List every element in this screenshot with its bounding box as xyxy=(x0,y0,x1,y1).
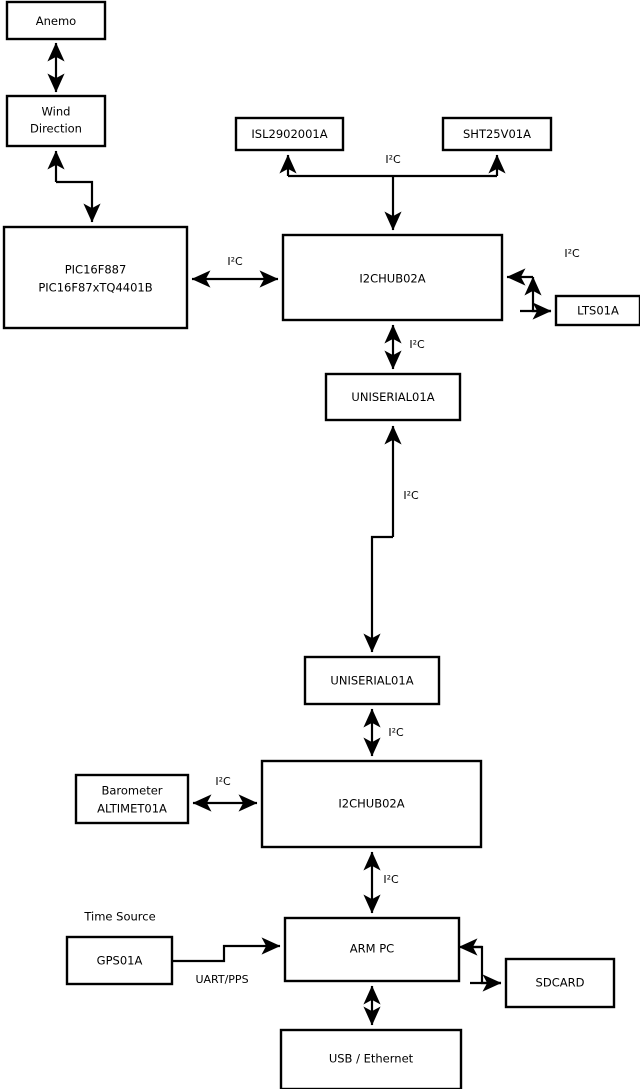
edge-label-hub-bus: I²C xyxy=(385,153,401,166)
node-lts01a[interactable]: LTS01A xyxy=(554,294,640,327)
node-arm-pc-label: ARM PC xyxy=(350,942,394,956)
edge-lts-to-hub xyxy=(524,276,551,313)
node-i2chub02a-top[interactable]: I2CHUB02A xyxy=(281,233,504,322)
edge-labels-layer: I²C I²C I²C I²C I²C I²C I²C I²C UART/PPS xyxy=(195,153,580,986)
node-anemo-label: Anemo xyxy=(36,14,76,28)
node-gps01a-label: GPS01A xyxy=(97,954,143,968)
node-anemo[interactable]: Anemo xyxy=(5,0,107,41)
node-i2chub02a-top-label: I2CHUB02A xyxy=(359,272,425,286)
node-i2chub02a-bottom-label: I2CHUB02A xyxy=(338,797,404,811)
node-sdcard[interactable]: SDCARD xyxy=(504,957,616,1009)
node-barometer-label-line2: ALTIMET01A xyxy=(97,802,167,816)
node-pic16f887[interactable]: PIC16F887 PIC16F87xTQ4401B xyxy=(2,225,189,330)
edge-label-uniserial-hub2: I²C xyxy=(388,726,404,739)
edge-label-barometer-hub2: I²C xyxy=(215,775,231,788)
connectors-layer xyxy=(47,42,552,1026)
node-barometer-label-line1: Barometer xyxy=(101,784,162,798)
node-sht25v01a-label: SHT25V01A xyxy=(463,127,531,141)
edge-label-hub-uniserial: I²C xyxy=(409,338,425,351)
free-labels-layer: Time Source xyxy=(83,910,155,924)
edge-wind-pic-jog xyxy=(56,180,101,223)
node-pic16f887-label-line1: PIC16F887 xyxy=(65,263,127,277)
edge-sdcard-to-armpc xyxy=(464,945,501,985)
node-uniserial01a-bottom-label: UNISERIAL01A xyxy=(330,674,413,688)
edge-gps-armpc xyxy=(172,937,281,963)
edge-label-hub-lts: I²C xyxy=(564,247,580,260)
edge-label-uniserial-uniserial: I²C xyxy=(403,489,419,502)
edge-label-pic-hub: I²C xyxy=(227,255,243,268)
node-i2chub02a-bottom[interactable]: I2CHUB02A xyxy=(260,759,483,849)
edge-label-gps-armpc: UART/PPS xyxy=(195,973,248,986)
edge-label-hub2-armpc: I²C xyxy=(383,873,399,886)
node-gps01a[interactable]: GPS01A xyxy=(65,935,174,986)
node-barometer-altimet01a[interactable]: Barometer ALTIMET01A xyxy=(74,773,190,825)
edge-uniserial-down xyxy=(363,535,393,653)
label-time-source: Time Source xyxy=(83,910,155,924)
node-arm-pc[interactable]: ARM PC xyxy=(283,916,461,983)
node-usb-ethernet-label: USB / Ethernet xyxy=(329,1052,414,1066)
node-wind-direction[interactable]: Wind Direction xyxy=(5,94,107,148)
node-uniserial01a-top-label: UNISERIAL01A xyxy=(351,390,434,404)
node-isl2902001a-label: ISL2902001A xyxy=(251,127,327,141)
node-uniserial01a-bottom[interactable]: UNISERIAL01A xyxy=(303,655,441,706)
node-uniserial01a-top[interactable]: UNISERIAL01A xyxy=(324,372,462,422)
node-wind-direction-label-line2: Direction xyxy=(30,122,82,136)
node-sht25v01a[interactable]: SHT25V01A xyxy=(441,116,553,152)
node-sdcard-label: SDCARD xyxy=(536,976,585,990)
node-isl2902001a[interactable]: ISL2902001A xyxy=(234,116,345,152)
node-lts01a-label: LTS01A xyxy=(577,304,619,318)
node-usb-ethernet[interactable]: USB / Ethernet xyxy=(279,1028,463,1089)
node-wind-direction-label-line1: Wind xyxy=(42,105,71,119)
node-pic16f887-label-line2: PIC16F87xTQ4401B xyxy=(38,281,152,295)
